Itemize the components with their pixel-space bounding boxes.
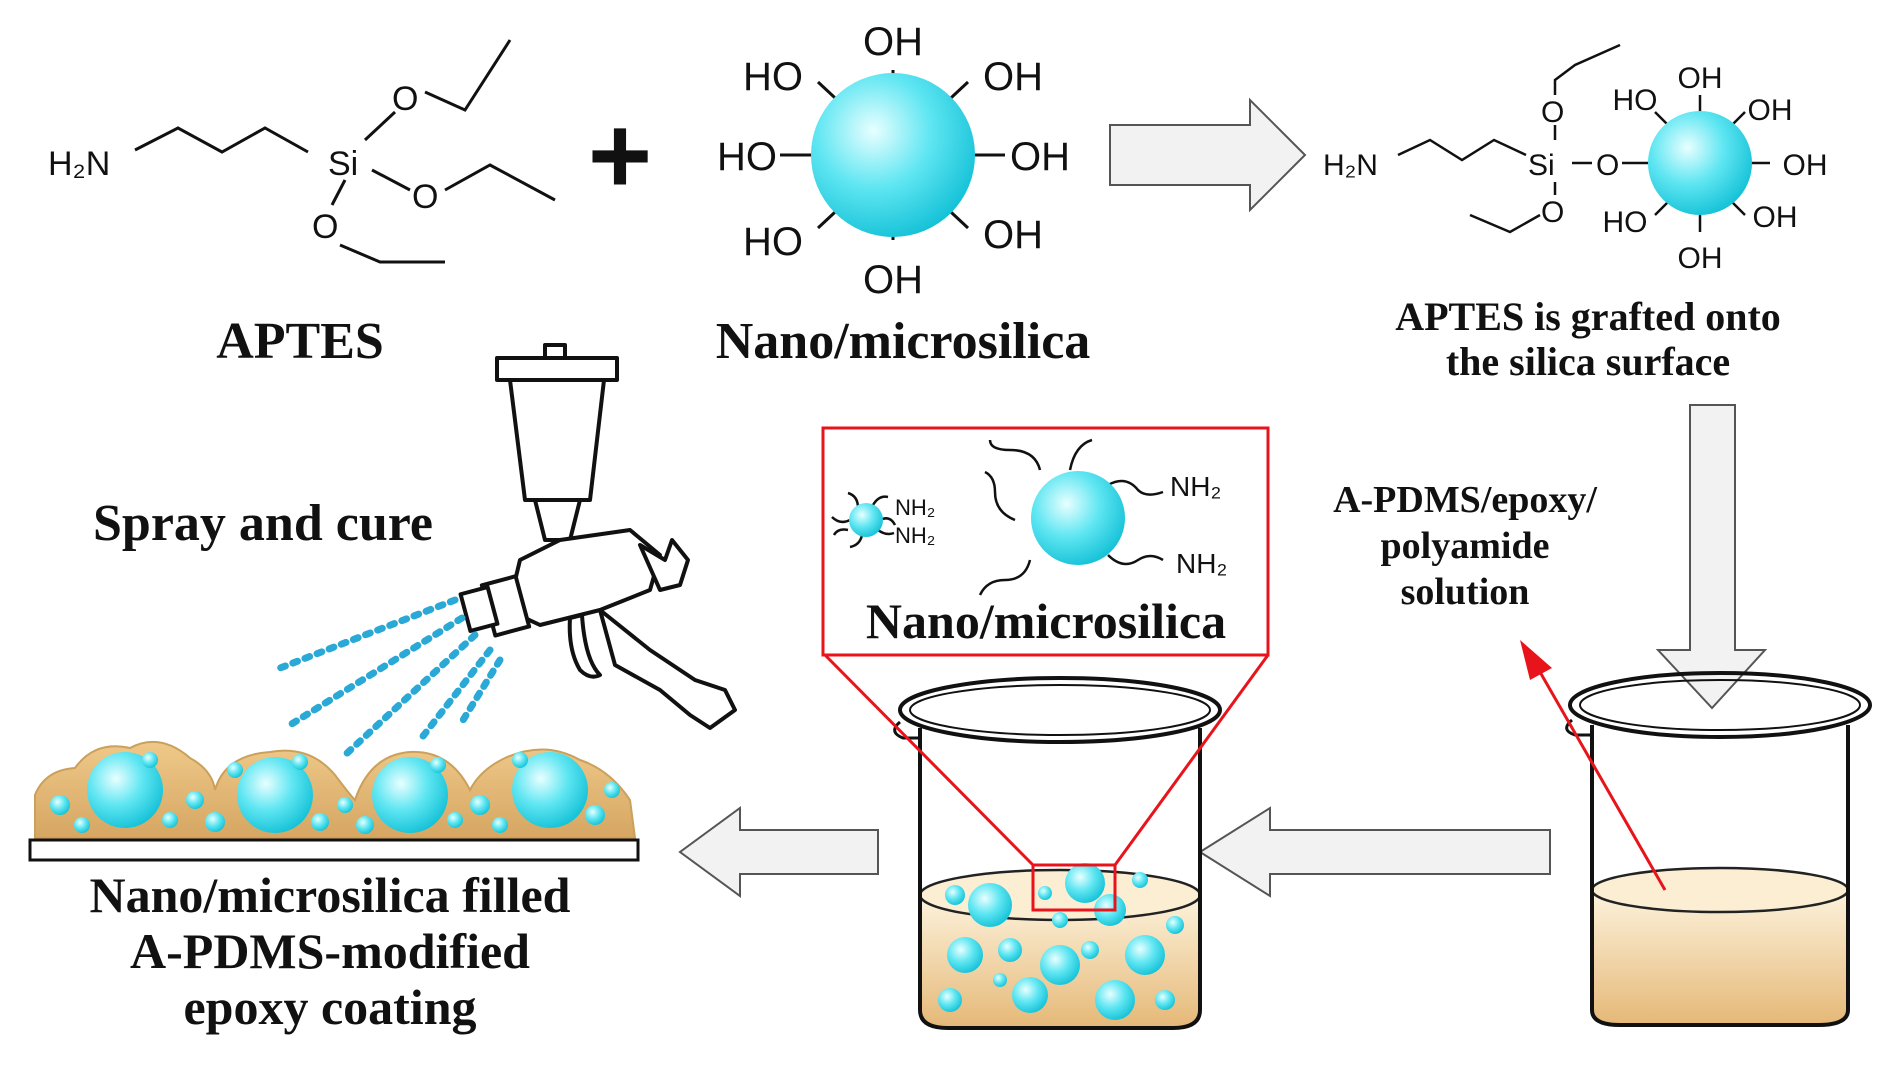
inset-silica-label: Nano/microsilica [866,593,1226,649]
silicon-atom-label: Si [328,145,358,183]
coating-label-line2: A-PDMS-modified [130,923,530,979]
hydroxyl-label: HO [717,135,777,179]
coated-substrate [28,741,640,862]
hydroxyl-label: OH [1783,149,1828,182]
plus-sign: + [588,94,652,217]
hydroxyl-label: OH [983,213,1043,257]
red-pointer-line [1538,671,1667,891]
coating-label-line3: epoxy coating [183,979,476,1035]
substrate-plate [28,838,640,862]
embedded-silica-particles [50,752,620,834]
amine-group-label: H₂N [1323,149,1378,182]
spray-gun-icon [458,343,737,730]
hydroxyl-label: OH [863,20,923,64]
solution-label-line2: polyamide [1381,525,1550,567]
amine-label: NH₂ [895,523,935,548]
grafted-label-line1: APTES is grafted onto [1395,294,1781,339]
aptes-structure: H₂N Si O O O APTES [48,39,556,370]
hydroxylated-silica: OH HO OH HO OH HO OH OH Nano/microsilica [716,20,1091,370]
amine-label: NH₂ [1170,471,1221,502]
amine-label: NH₂ [1176,548,1227,579]
left-arrow-icon [1198,806,1551,898]
aptes-label: APTES [216,313,384,370]
hydroxyl-label: OH [983,55,1043,99]
right-arrow-icon [1109,97,1307,213]
hydroxyl-label: HO [1603,206,1648,239]
oxygen-atom-label: O [312,208,338,246]
silica-particle [811,73,975,237]
spray-mist [271,596,504,759]
amine-label: NH₂ [895,495,935,520]
solution-beaker [1565,671,1872,1027]
magnified-inset: NH₂ NH₂ NH₂ NH₂ Nano/microsilica [821,426,1270,912]
red-arrowhead-icon [1520,640,1552,680]
hydroxyl-label: OH [1678,242,1723,275]
hydroxyl-label: OH [863,258,923,302]
mixing-beaker [893,676,1222,1030]
oxygen-atom-label: O [1596,149,1619,182]
hydroxyl-label: OH [1010,135,1070,179]
solution-label-line3: solution [1401,571,1530,613]
silica-particle [1648,111,1752,215]
left-arrow-icon [678,806,879,898]
hydroxyl-label: OH [1748,94,1793,127]
hydroxyl-label: HO [743,55,803,99]
grafted-label-line2: the silica surface [1446,339,1730,384]
silica-label: Nano/microsilica [716,313,1091,370]
spray-label: Spray and cure [93,495,433,552]
hydroxyl-label: HO [1613,84,1658,117]
dispersed-silica-particles [938,863,1184,1020]
grafted-silica-structure: H₂N Si O O O OH HO OH OH HO OH OH APTES … [1323,43,1828,384]
silicon-atom-label: Si [1528,149,1555,182]
coating-label-line1: Nano/microsilica filled [90,867,571,923]
oxygen-atom-label: O [392,80,418,118]
solution-label-line1: A-PDMS/epoxy/ [1333,479,1597,521]
zoom-region [1031,863,1117,912]
hydroxyl-label: HO [743,220,803,264]
hydroxyl-label: OH [1753,201,1798,234]
hydroxyl-label: OH [1678,62,1723,95]
oxygen-atom-label: O [1541,196,1564,229]
oxygen-atom-label: O [1541,96,1564,129]
amine-group-label: H₂N [48,145,110,183]
down-arrow-icon [1655,404,1768,710]
oxygen-atom-label: O [412,178,438,216]
